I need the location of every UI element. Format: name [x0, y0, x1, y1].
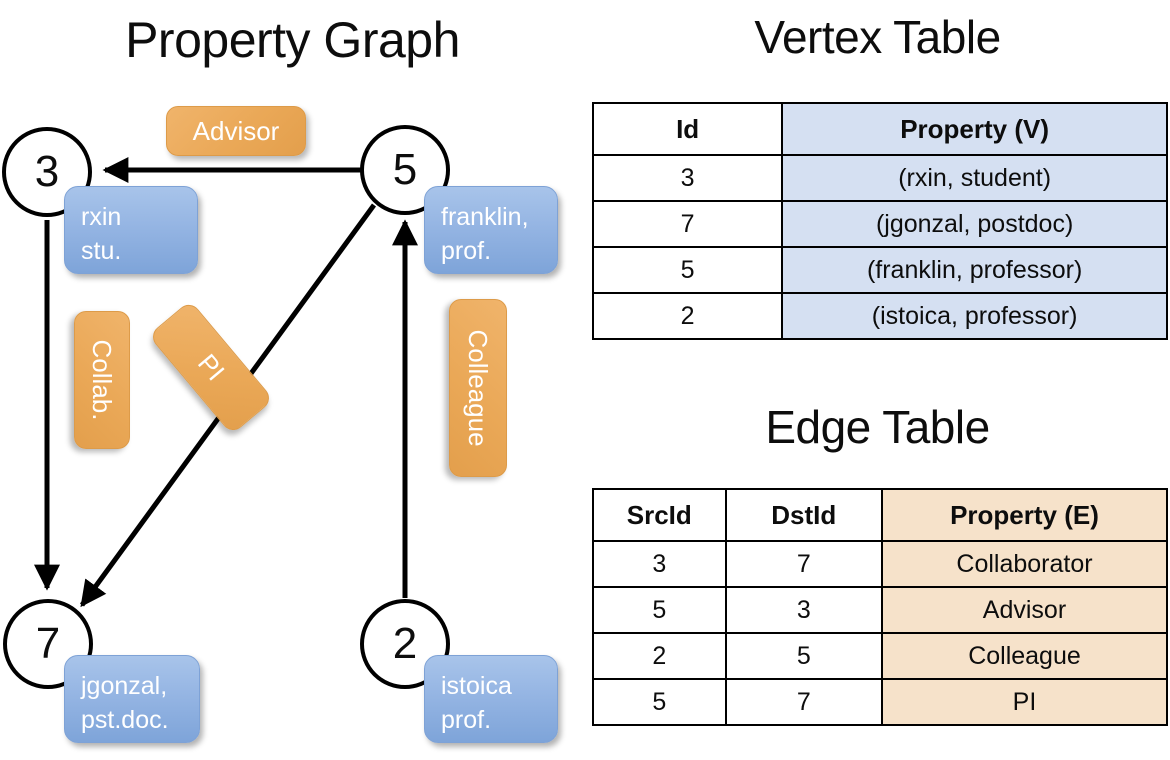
edge-label-pi-text: PI: [191, 348, 231, 387]
vertex-table-header-property: Property (V): [781, 102, 1168, 156]
table-row[interactable]: 5 3 Advisor: [592, 586, 1169, 634]
vertex-property-box-franklin: franklin, prof.: [424, 186, 558, 274]
graph-node-5-label: 5: [392, 145, 418, 194]
table-row[interactable]: 7 (jgonzal, postdoc): [591, 200, 1168, 248]
vertex-row-2-property: (franklin, professor): [781, 246, 1168, 294]
vertex-property-franklin-line2: prof.: [441, 237, 492, 265]
edge-row-0-property: Collaborator: [880, 540, 1169, 588]
vertex-row-3-id: 2: [591, 292, 784, 340]
vertex-row-1-id: 7: [591, 200, 784, 248]
vertex-row-2-id: 5: [591, 246, 784, 294]
edge-table: SrcId DstId Property (E) 3 7 Collaborato…: [592, 488, 1169, 726]
table-row[interactable]: 2 5 Colleague: [592, 632, 1169, 680]
edge-table-header-row: SrcId DstId Property (E): [592, 488, 1169, 542]
page-title-edge-table: Edge Table: [765, 401, 990, 453]
table-row[interactable]: 3 (rxin, student): [591, 154, 1168, 202]
edge-table-header-dstid: DstId: [724, 488, 883, 542]
graph-node-5[interactable]: 5: [360, 125, 450, 215]
edge-label-colleague-text: Colleague: [463, 329, 494, 447]
edge-row-2-property: Colleague: [880, 632, 1169, 680]
table-row[interactable]: 3 7 Collaborator: [592, 540, 1169, 588]
vertex-property-jgonzal-line2: pst.doc.: [81, 706, 169, 734]
vertex-row-0-property: (rxin, student): [781, 154, 1168, 202]
vertex-property-box-istoica: istoica prof.: [424, 655, 558, 743]
edge-row-3-src: 5: [592, 678, 727, 726]
vertex-row-1-property: (jgonzal, postdoc): [781, 200, 1168, 248]
graph-node-7-label: 7: [35, 619, 61, 668]
graph-node-2[interactable]: 2: [360, 599, 450, 689]
vertex-table-header-id: Id: [591, 102, 784, 156]
vertex-row-0-id: 3: [591, 154, 784, 202]
edge-label-box-advisor: Advisor: [166, 106, 306, 156]
edge-label-box-colleague: Colleague: [449, 299, 507, 477]
edge-row-0-src: 3: [592, 540, 727, 588]
edge-row-1-dst: 3: [724, 586, 883, 634]
vertex-property-istoica-line1: istoica: [441, 672, 512, 700]
edge-row-2-dst: 5: [724, 632, 883, 680]
edge-row-3-property: PI: [880, 678, 1169, 726]
edge-row-1-src: 5: [592, 586, 727, 634]
edge-label-collab-text: Collab.: [87, 339, 118, 421]
vertex-property-rxin-line2: stu.: [81, 237, 122, 265]
edge-table-header-property: Property (E): [880, 488, 1169, 542]
vertex-property-jgonzal-line1: jgonzal,: [81, 672, 168, 700]
graph-node-2-label: 2: [392, 619, 418, 668]
table-row[interactable]: 2 (istoica, professor): [591, 292, 1168, 340]
edge-label-box-collab: Collab.: [74, 311, 130, 449]
edge-row-0-dst: 7: [724, 540, 883, 588]
edge-row-3-dst: 7: [724, 678, 883, 726]
edge-row-2-src: 2: [592, 632, 727, 680]
property-graph-diagram: 3 5 7 2 rxin stu. franklin, prof. jgonza…: [2, 106, 558, 743]
vertex-property-box-jgonzal: jgonzal, pst.doc.: [64, 655, 200, 743]
vertex-property-rxin-line1: rxin: [81, 203, 122, 231]
edge-row-1-property: Advisor: [880, 586, 1169, 634]
table-row[interactable]: 5 (franklin, professor): [591, 246, 1168, 294]
vertex-property-box-rxin: rxin stu.: [64, 186, 198, 274]
vertex-property-istoica-line2: prof.: [441, 706, 492, 734]
edge-label-advisor-text: Advisor: [192, 115, 280, 146]
table-row[interactable]: 5 7 PI: [592, 678, 1169, 726]
page-title-property-graph: Property Graph: [125, 12, 460, 68]
vertex-table-header-row: Id Property (V): [591, 102, 1168, 156]
vertex-table: Id Property (V) 3 (rxin, student) 7 (jgo…: [591, 102, 1168, 340]
vertex-property-franklin-line1: franklin,: [441, 203, 529, 231]
vertex-row-3-property: (istoica, professor): [781, 292, 1168, 340]
graph-node-3-label: 3: [34, 147, 60, 196]
page-title-vertex-table: Vertex Table: [754, 11, 1001, 63]
edge-table-header-srcid: SrcId: [592, 488, 727, 542]
